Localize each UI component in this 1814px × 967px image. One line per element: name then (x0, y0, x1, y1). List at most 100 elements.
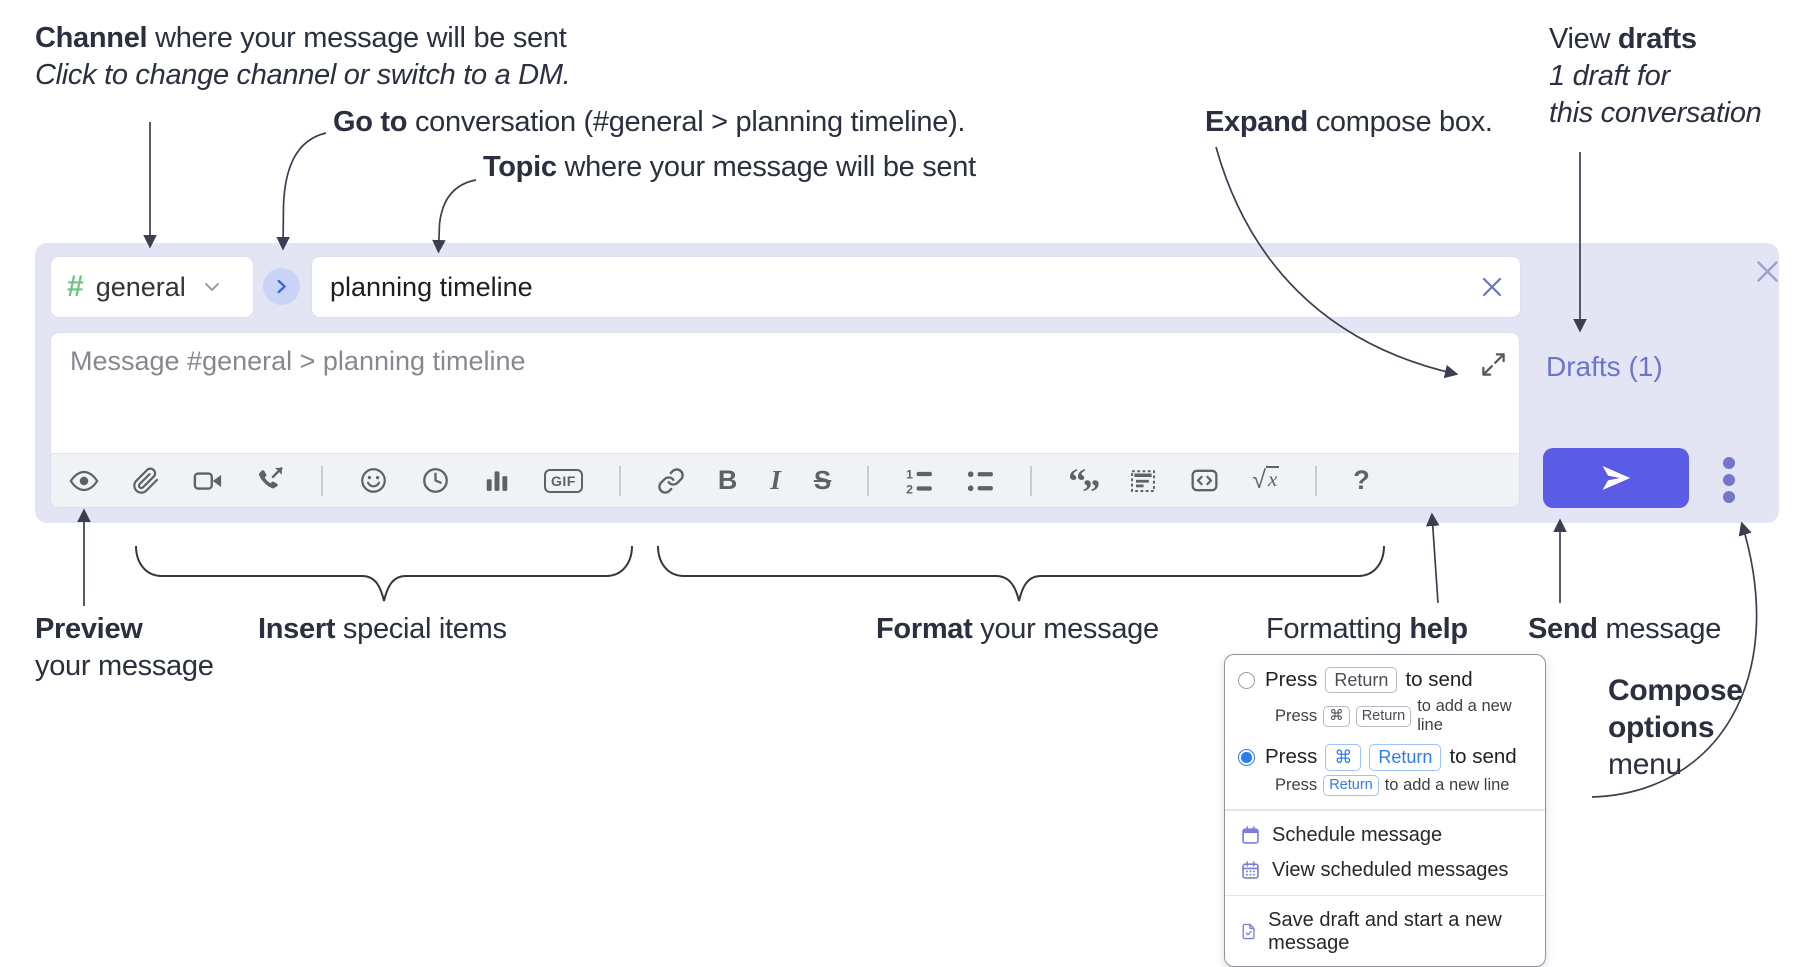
numbered-list-button[interactable]: 1 2 (905, 467, 933, 495)
clock-icon (423, 468, 448, 493)
video-call-button[interactable] (193, 466, 223, 496)
view-scheduled-messages-item[interactable]: View scheduled messages (1225, 853, 1545, 888)
channel-hash-icon: # (67, 270, 84, 303)
toolbar-divider (321, 465, 323, 496)
send-icon (1602, 465, 1631, 491)
go-to-conversation-button[interactable] (263, 268, 300, 305)
send-option-cmd-return[interactable]: Press ⌘ Return to send (1225, 741, 1545, 773)
bulleted-list-icon (968, 470, 994, 491)
phone-call-icon (259, 467, 283, 489)
compose-options-annotation: Compose options menu (1608, 674, 1743, 781)
link-icon (658, 467, 684, 494)
topic-value: planning timeline (330, 271, 533, 302)
bold-button[interactable]: B (718, 465, 738, 496)
toolbar-divider (867, 465, 870, 496)
vertical-dots-icon (1723, 457, 1735, 469)
topic-input[interactable]: planning timeline (311, 256, 1521, 318)
send-annotation: Send message (1528, 613, 1722, 645)
spoiler-button[interactable] (1129, 467, 1157, 495)
code-button[interactable] (1190, 466, 1219, 495)
insert-annotation: Insert special items (258, 613, 507, 645)
format-annotation: Format your message (876, 613, 1159, 645)
bold-icon: B (717, 465, 738, 495)
paperclip-icon (133, 467, 159, 494)
close-icon (1756, 260, 1778, 282)
send-option-cmd-return-hint: Press Return to add a new line (1225, 774, 1545, 803)
math-icon: √x (1252, 466, 1280, 494)
quote-button[interactable]: “” (1068, 460, 1100, 512)
link-button[interactable] (657, 467, 685, 495)
radio-selected[interactable] (1238, 748, 1255, 766)
format-brace (657, 545, 1385, 602)
toolbar-divider (1030, 465, 1033, 496)
radio-unselected[interactable] (1238, 671, 1255, 689)
topic-arrow (432, 179, 477, 254)
cmd-key: ⌘ (1323, 705, 1350, 728)
spoiler-icon (1131, 469, 1156, 492)
message-placeholder: Message #general > planning timeline (70, 346, 526, 376)
formatting-help-button[interactable]: ? (1353, 465, 1370, 496)
smiley-icon (361, 468, 386, 493)
toolbar-divider (1315, 465, 1318, 496)
channel-annotation: Channel where your message will be sent … (35, 20, 571, 94)
drafts-link[interactable]: Drafts (1) (1546, 351, 1663, 382)
italic-button[interactable]: I (770, 465, 781, 496)
message-box[interactable]: Message #general > planning timeline (50, 332, 1520, 512)
menu-divider (1225, 809, 1545, 811)
send-option-return-hint: Press ⌘ Return to add a new line (1275, 697, 1512, 735)
channel-selector-button[interactable]: # general (50, 256, 254, 318)
math-button[interactable]: √x (1252, 466, 1280, 495)
expand-icon (1482, 353, 1505, 376)
toolbar-divider (618, 465, 621, 496)
compose-options-button[interactable] (1709, 453, 1749, 507)
expand-annotation: Expand compose box. (1205, 106, 1493, 138)
svg-text:1: 1 (906, 467, 913, 481)
bulleted-list-button[interactable] (966, 467, 994, 495)
chevron-right-icon (277, 279, 286, 294)
goto-annotation: Go to conversation (#general > planning … (333, 106, 966, 138)
channel-name: general (95, 271, 186, 302)
cmd-key: ⌘ (1325, 744, 1362, 771)
calendar-icon (1242, 825, 1259, 844)
video-camera-icon (193, 471, 222, 490)
gif-icon: GIF (544, 468, 583, 493)
eye-icon (69, 470, 99, 491)
channel-annotation-line2: Click to change channel or switch to a D… (35, 59, 571, 91)
close-compose-button[interactable] (1747, 251, 1787, 291)
preview-annotation: Preview your message (35, 613, 214, 682)
compose-options-menu: Press Return to send Press ⌘ Return to a… (1224, 654, 1546, 967)
calendar-grid-icon (1242, 860, 1259, 879)
quote-icon: “” (1068, 460, 1100, 512)
compose-box: # general planning timeline Drafts (1) M… (35, 243, 1779, 523)
insert-brace (135, 545, 633, 602)
preview-button[interactable] (69, 466, 99, 496)
gif-button[interactable]: GIF (544, 468, 583, 493)
poll-button[interactable] (483, 467, 511, 495)
question-mark-icon: ? (1353, 465, 1370, 495)
schedule-message-item[interactable]: Schedule message (1225, 818, 1545, 853)
return-key: Return (1355, 705, 1412, 728)
formatting-help-annotation: Formatting help (1266, 613, 1468, 645)
attach-file-button[interactable] (132, 467, 160, 495)
voice-call-button[interactable] (256, 466, 285, 495)
channel-annotation-bold: Channel (35, 22, 148, 54)
expand-compose-button[interactable] (1480, 351, 1507, 378)
close-icon (1482, 277, 1502, 297)
view-drafts-annotation: View drafts 1 draft for this conversatio… (1549, 23, 1762, 129)
send-option-return[interactable]: Press Return to send (1225, 664, 1545, 696)
code-icon (1191, 469, 1218, 492)
numbered-list-icon: 1 2 (906, 467, 933, 495)
schedule-time-button[interactable] (421, 466, 450, 495)
italic-icon: I (770, 465, 781, 495)
send-button[interactable] (1543, 448, 1689, 508)
bar-chart-icon (486, 470, 508, 491)
goto-arrow (276, 132, 327, 251)
return-key: Return (1323, 774, 1379, 797)
clear-topic-button[interactable] (1480, 275, 1504, 299)
chevron-down-icon (204, 283, 219, 291)
strikethrough-button[interactable]: S (814, 465, 831, 496)
emoji-button[interactable] (359, 466, 388, 495)
save-draft-item[interactable]: Save draft and start a new message (1225, 903, 1545, 961)
return-key: Return (1325, 667, 1398, 694)
compose-toolbar: GIF B I S 1 2 (51, 453, 1519, 512)
